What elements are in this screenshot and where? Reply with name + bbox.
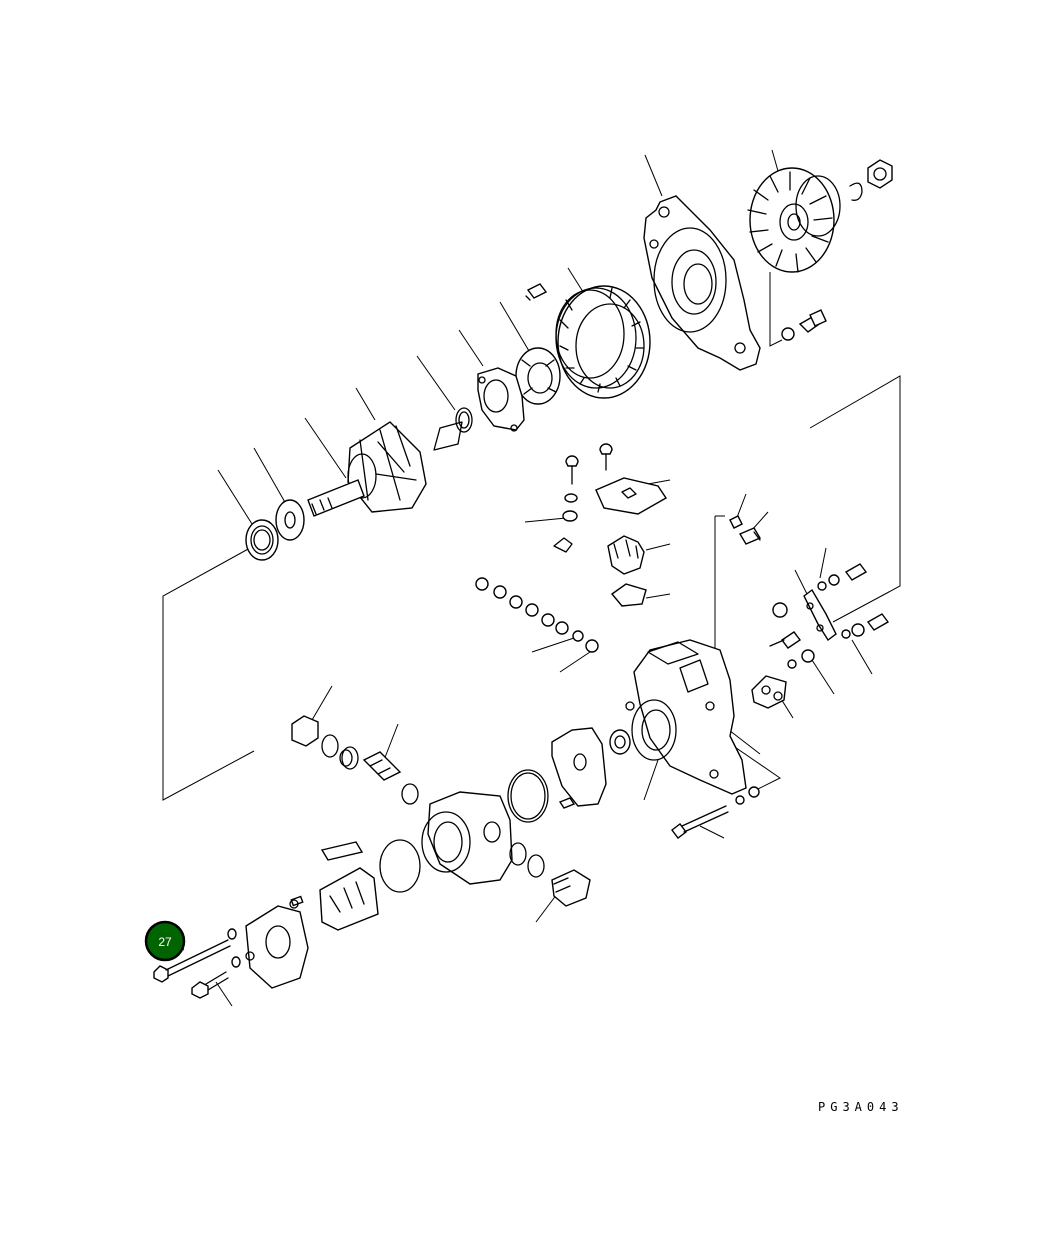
cooling-fan: [747, 167, 841, 273]
through-bolt: [671, 786, 760, 839]
pump-rotor: [290, 867, 379, 931]
rotor-spacer: [275, 499, 305, 541]
front-housing: [643, 195, 761, 371]
pump-vane: [320, 841, 364, 861]
oil-pipe-union: [551, 869, 591, 907]
front-housing-bolt: [781, 309, 827, 341]
mounting-bracket: [751, 675, 787, 709]
leader-lines: [167, 149, 873, 1007]
regulator-screws: [565, 443, 613, 485]
pump-drive-coupling: [609, 729, 631, 755]
callout-27-label: 27: [158, 935, 172, 949]
insulator-plate: [610, 583, 647, 607]
rear-bearing: [245, 519, 279, 561]
stator: [555, 285, 651, 399]
regulator-washers: [562, 493, 578, 522]
drawing-code: PG3A043: [818, 1100, 904, 1114]
pump-plug: [291, 715, 319, 747]
o-ring-small: [455, 407, 473, 433]
check-valve: [362, 751, 402, 781]
snap-ring: [849, 182, 863, 201]
rotor: [307, 421, 463, 517]
pulley-nut: [867, 159, 893, 189]
terminal-bolt-top: [729, 515, 762, 545]
pump-o-ring-large: [507, 769, 549, 823]
bracket-plate: [803, 588, 837, 642]
pump-housing: [421, 791, 513, 885]
pump-o-rings: [321, 734, 545, 893]
pump-cover: [245, 899, 309, 989]
regulator-cover: [595, 477, 667, 515]
terminal-nuts-row: [475, 577, 599, 653]
brush-holder: [553, 535, 645, 575]
pump-end-plate: [551, 727, 607, 809]
regulator-stud: [769, 631, 815, 669]
callout-27[interactable]: 27: [144, 920, 186, 962]
stator-terminal: [525, 283, 548, 301]
pump-long-bolt: [153, 939, 231, 983]
pump-short-bolt: [191, 971, 229, 999]
bracket-bolts: [772, 563, 890, 639]
bearing-retainer-plate: [477, 367, 525, 432]
rear-housing: [625, 639, 747, 795]
pump-cover-washers: [227, 928, 241, 968]
